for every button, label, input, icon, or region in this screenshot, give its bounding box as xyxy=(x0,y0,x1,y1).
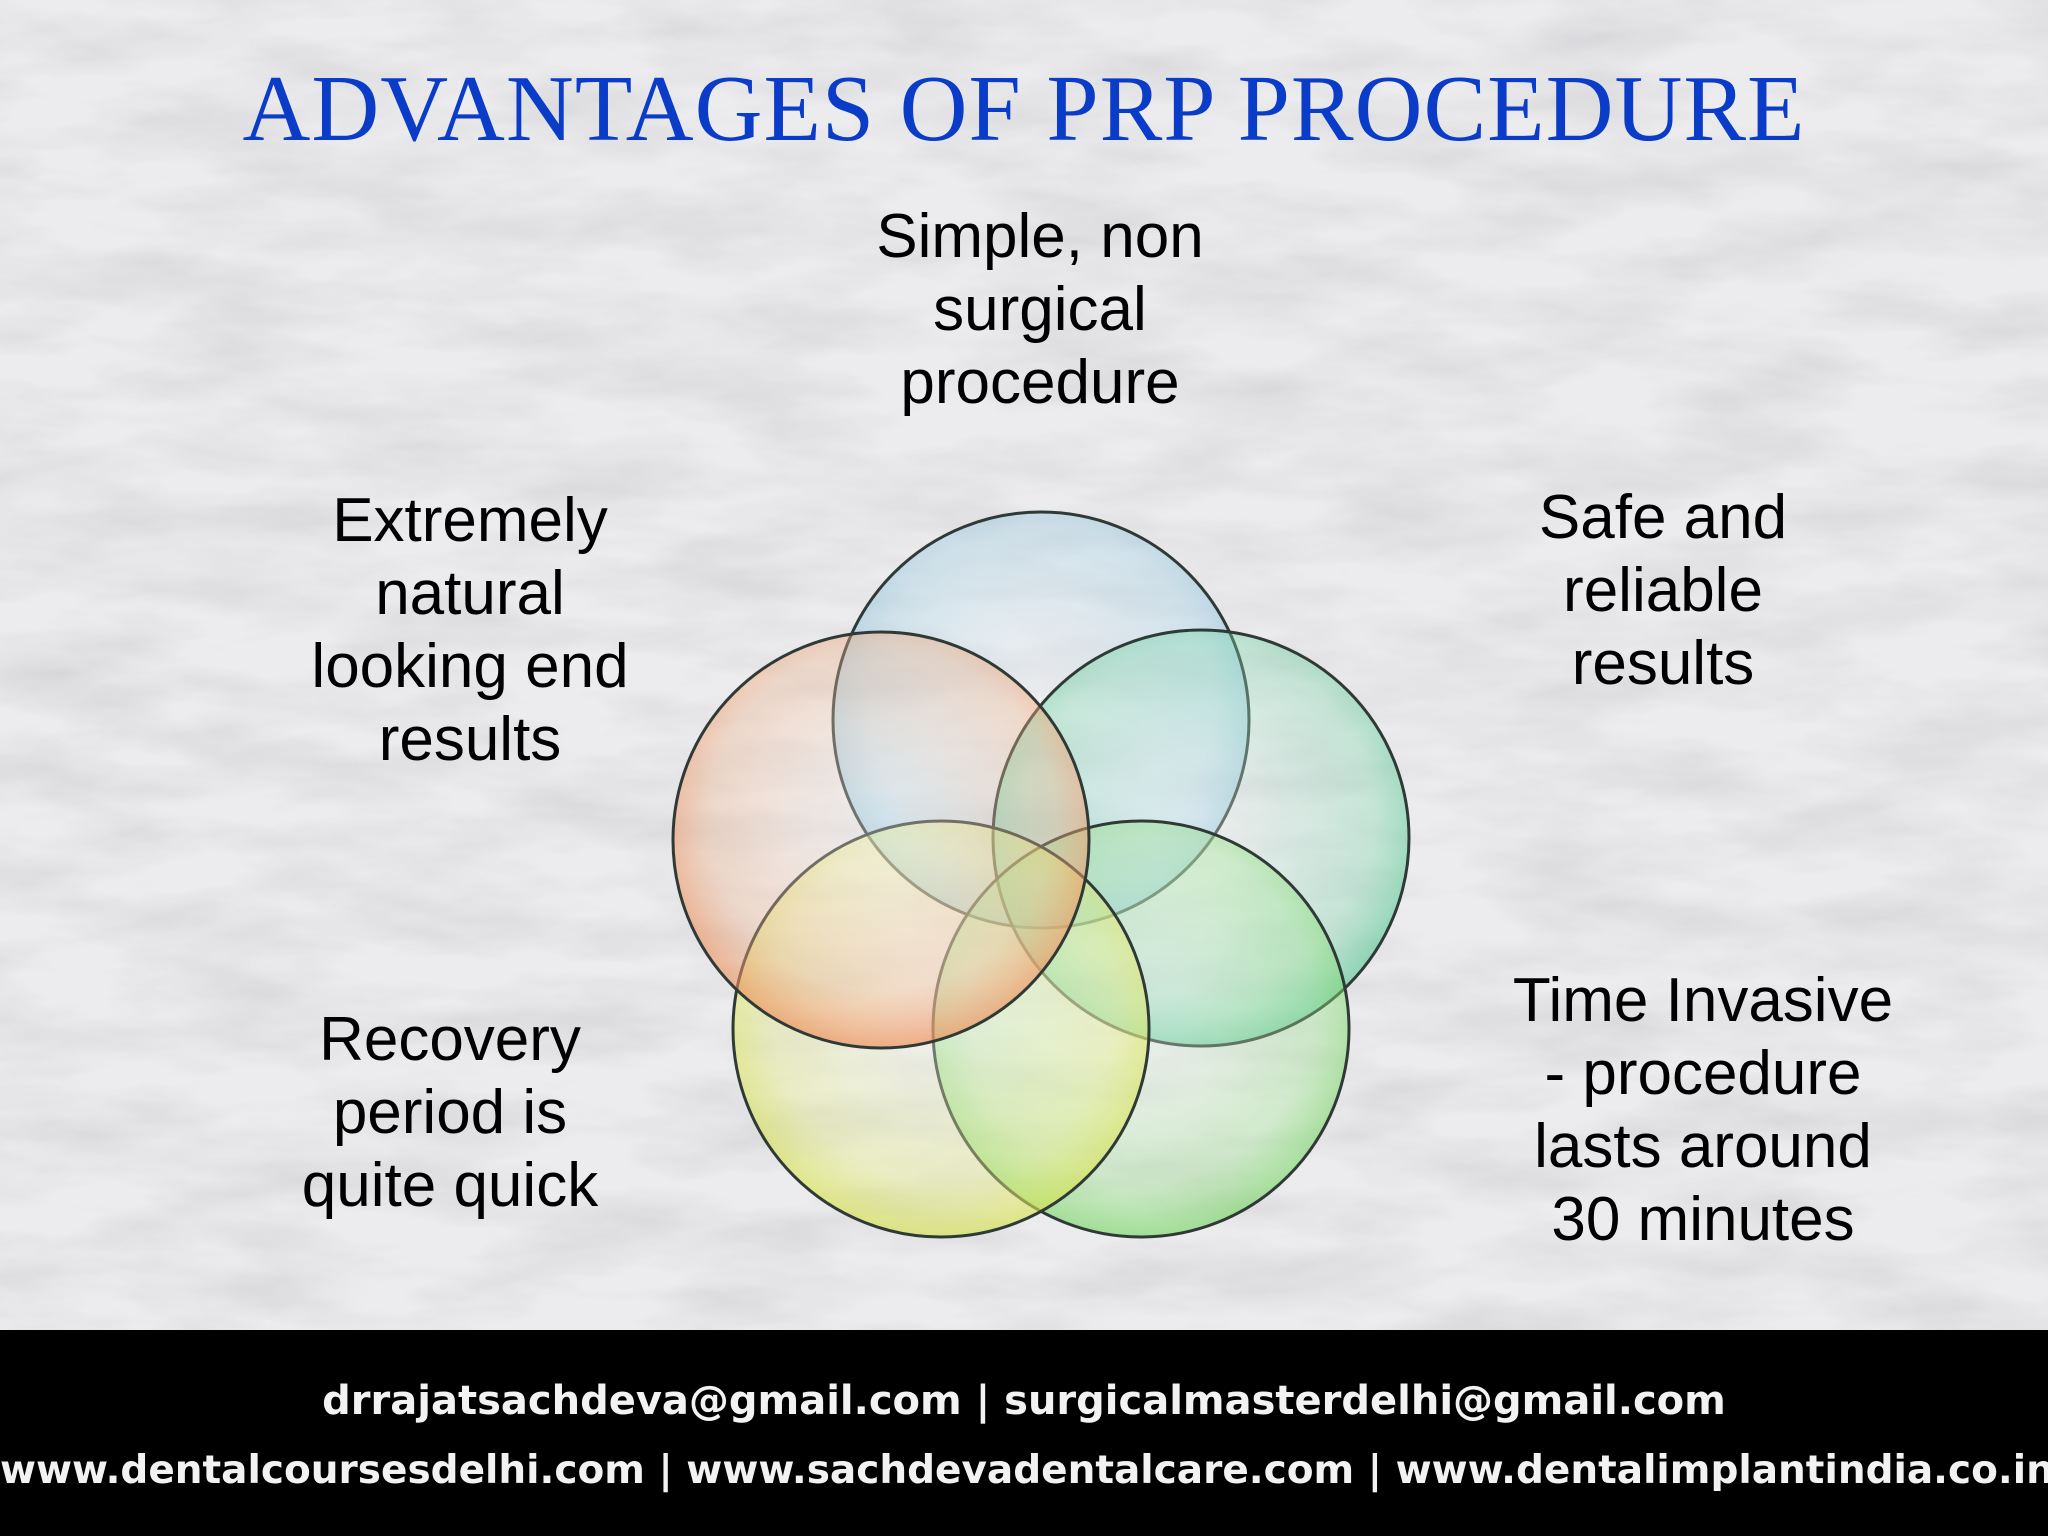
venn-diagram xyxy=(671,510,1411,1239)
label-lower-right: Time Invasive - procedure lasts around 3… xyxy=(1512,966,1894,1254)
circle-left xyxy=(671,630,1091,1050)
footer-emails: drrajatsachdeva@gmail.com | surgicalmast… xyxy=(322,1378,1726,1424)
contact-footer: drrajatsachdeva@gmail.com | surgicalmast… xyxy=(0,1330,2048,1536)
slide-title: ADVANTAGES OF PRP PROCEDURE xyxy=(242,57,1806,161)
label-upper-right: Safe and reliable results xyxy=(1538,483,1788,698)
label-top: Simple, non surgical procedure xyxy=(876,202,1204,417)
label-upper-left: Extremely natural looking end results xyxy=(311,486,629,774)
label-lower-left: Recovery period is quite quick xyxy=(301,1005,599,1220)
footer-websites: www.dentalcoursesdelhi.com | www.sachdev… xyxy=(0,1448,2048,1493)
